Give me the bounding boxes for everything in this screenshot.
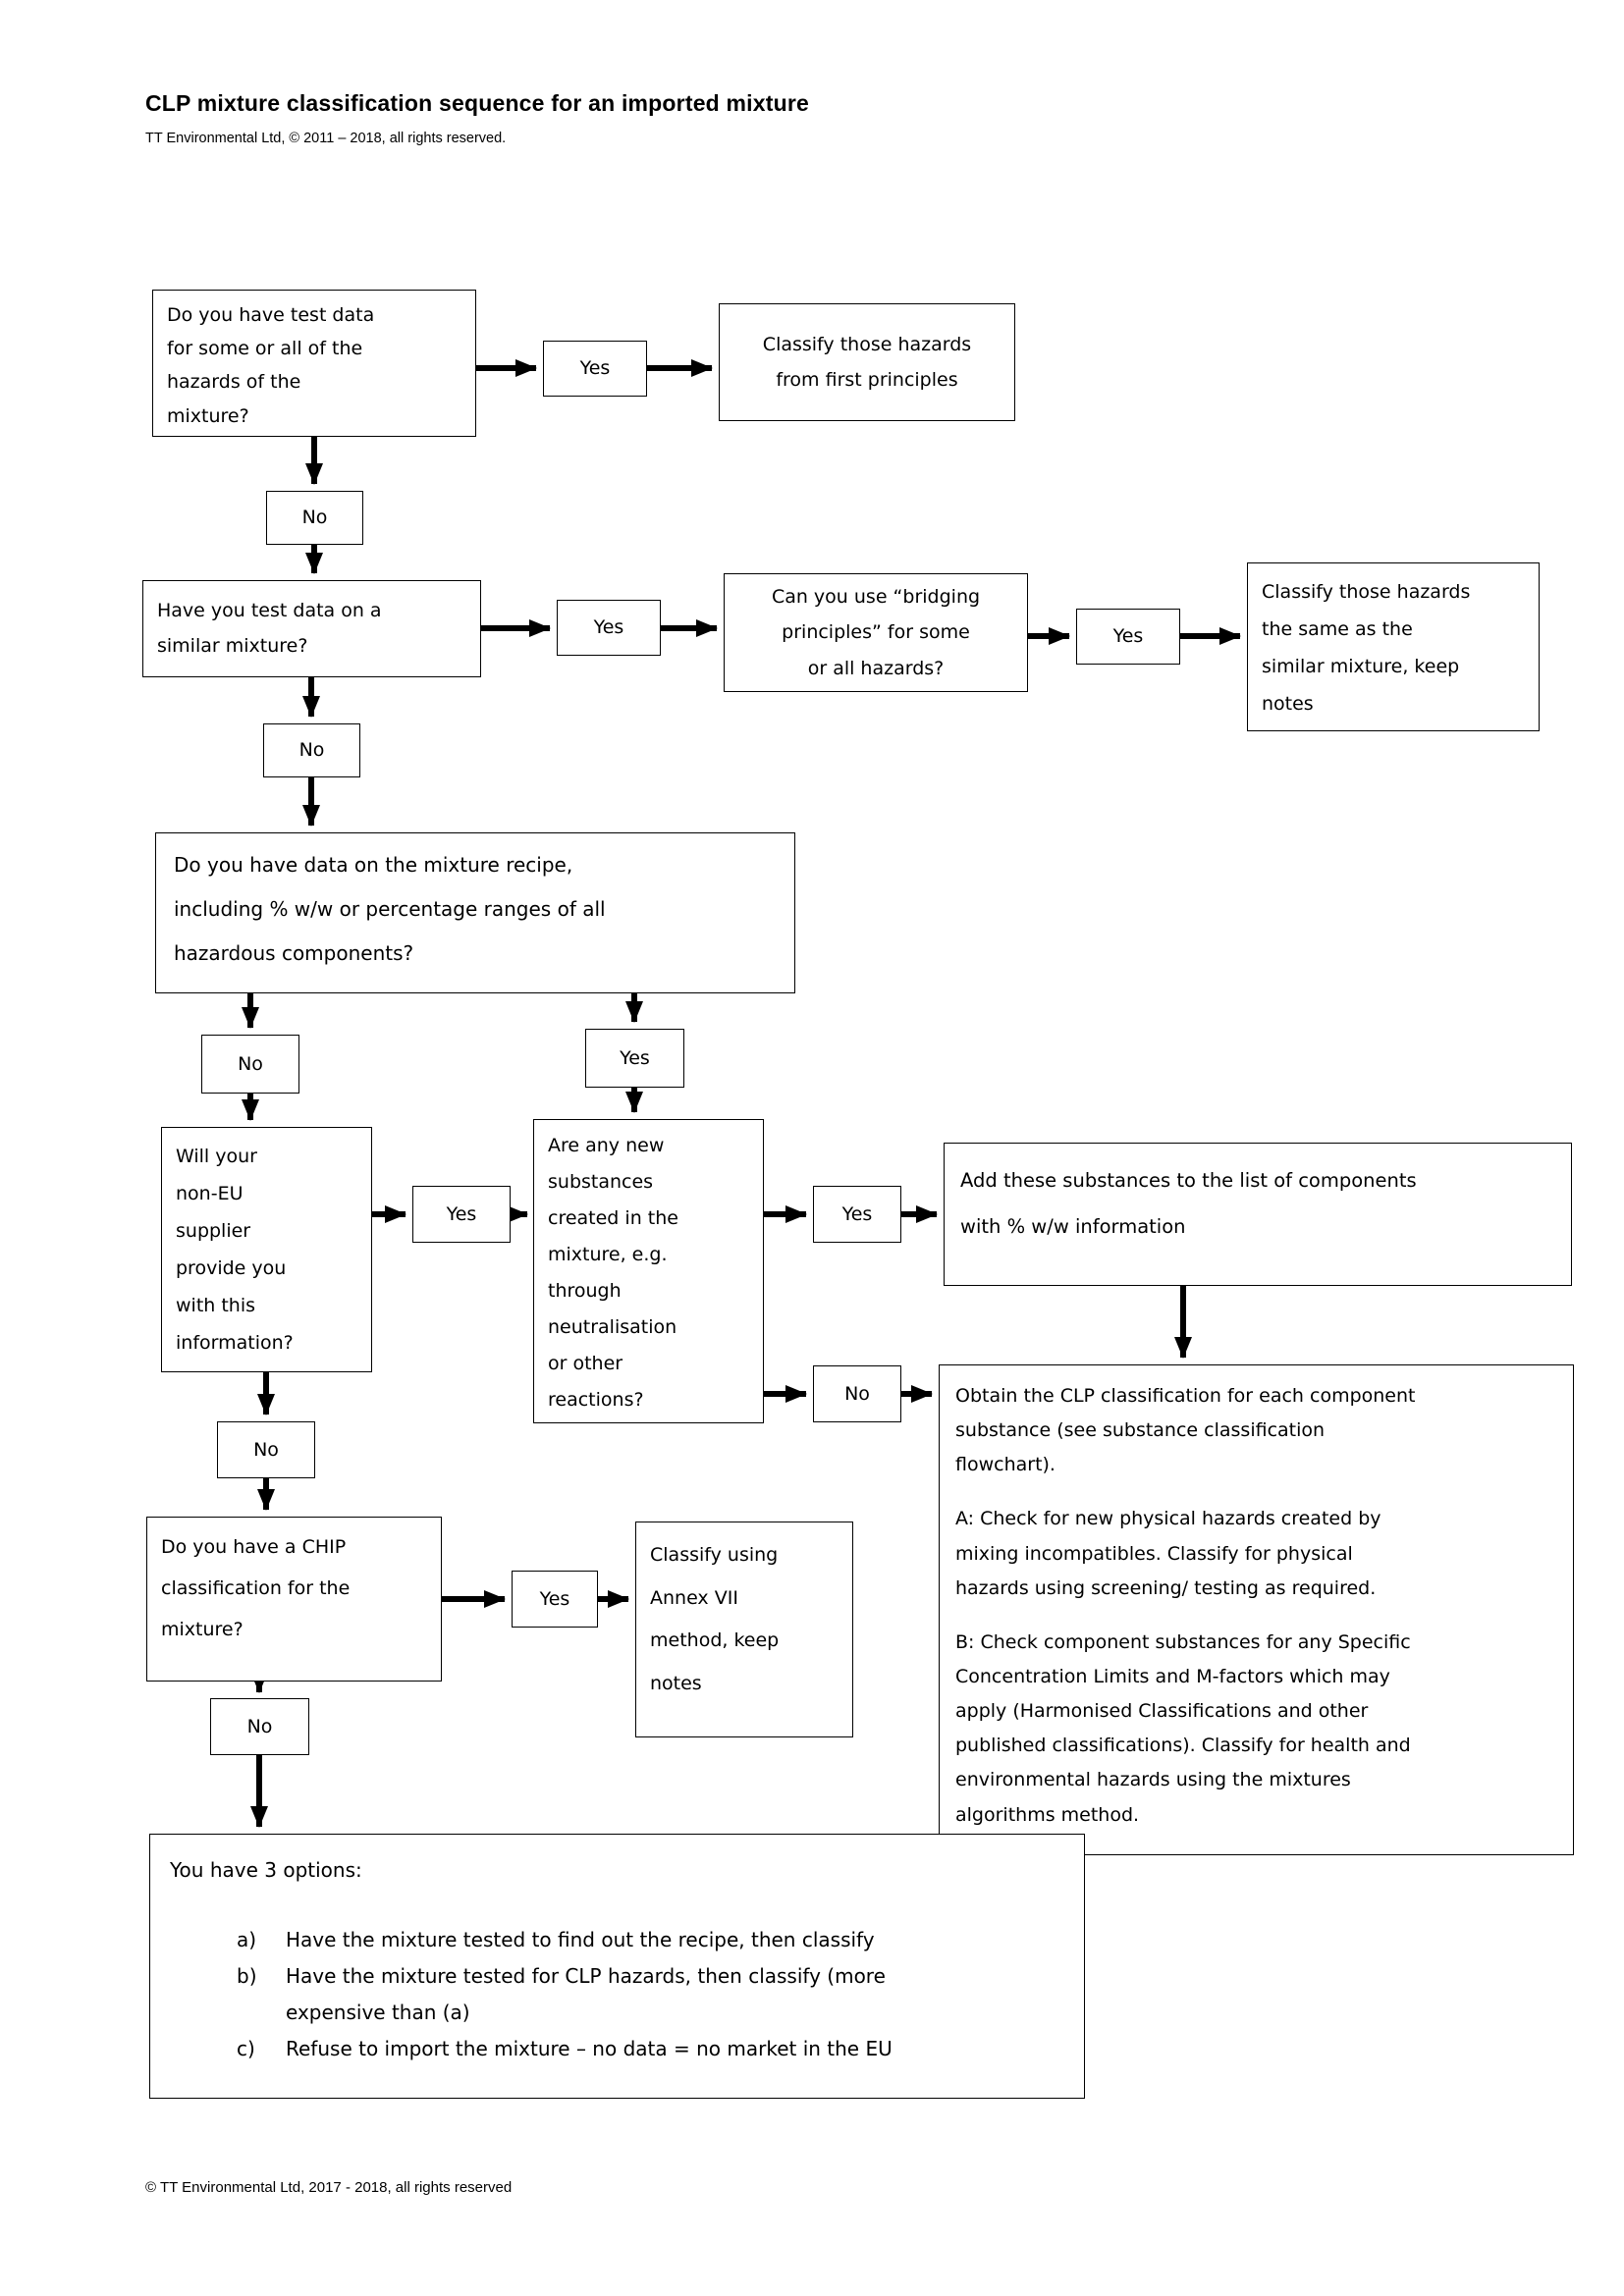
node-three-options: You have 3 options: a) Have the mixture … bbox=[149, 1834, 1085, 2099]
connector-yes-3: Yes bbox=[1076, 609, 1180, 665]
node-q-bridging-principles: Can you use “bridging principles” for so… bbox=[724, 573, 1028, 692]
option-a-text: Have the mixture tested to find out the … bbox=[286, 1928, 875, 1951]
option-b-text: Have the mixture tested for CLP hazards,… bbox=[286, 1964, 886, 2024]
option-c-marker: c) bbox=[237, 2037, 255, 2060]
page-title: CLP mixture classification sequence for … bbox=[145, 90, 810, 116]
node-classify-annex-vii: Classify using Annex VII method, keep no… bbox=[635, 1522, 853, 1737]
connector-no-2: No bbox=[263, 723, 360, 777]
node-classify-first-principles: Classify those hazards from first princi… bbox=[719, 303, 1015, 421]
obtain-clp-paragraph-3: B: Check component substances for any Sp… bbox=[955, 1630, 1411, 1826]
option-a-marker: a) bbox=[237, 1928, 257, 1951]
node-q-mixture-recipe: Do you have data on the mixture recipe, … bbox=[155, 832, 795, 993]
connector-no-6: No bbox=[210, 1698, 309, 1755]
footer-copyright: © TT Environmental Ltd, 2017 - 2018, all… bbox=[145, 2179, 513, 2196]
node-q-new-substances: Are any new substances created in the mi… bbox=[533, 1119, 764, 1423]
node-q-supplier-info: Will your non-EU supplier provide you wi… bbox=[161, 1127, 372, 1372]
option-c: c) Refuse to import the mixture – no dat… bbox=[170, 2031, 1064, 2067]
connector-no-4: No bbox=[813, 1365, 901, 1422]
connector-no-5: No bbox=[217, 1421, 315, 1478]
node-q-test-data: Do you have test data for some or all of… bbox=[152, 290, 476, 437]
option-a: a) Have the mixture tested to find out t… bbox=[170, 1922, 1064, 1958]
connector-yes-7: Yes bbox=[512, 1571, 598, 1628]
node-q-similar-mixture: Have you test data on a similar mixture? bbox=[142, 580, 481, 677]
page-subtitle: TT Environmental Ltd, © 2011 – 2018, all… bbox=[145, 131, 507, 146]
option-b-marker: b) bbox=[237, 1964, 257, 1988]
connector-no-1: No bbox=[266, 491, 363, 545]
connector-yes-1: Yes bbox=[543, 341, 647, 397]
three-options-heading: You have 3 options: bbox=[170, 1858, 362, 1882]
connector-yes-4: Yes bbox=[585, 1029, 684, 1088]
obtain-clp-paragraph-1: Obtain the CLP classification for each c… bbox=[955, 1385, 1416, 1476]
connector-yes-2: Yes bbox=[557, 600, 661, 656]
three-options-list: a) Have the mixture tested to find out t… bbox=[170, 1922, 1064, 2067]
node-classify-same-as-similar: Classify those hazards the same as the s… bbox=[1247, 562, 1540, 731]
node-obtain-clp: Obtain the CLP classification for each c… bbox=[939, 1364, 1574, 1855]
connector-no-3: No bbox=[201, 1035, 299, 1094]
connector-yes-6: Yes bbox=[813, 1186, 901, 1243]
option-c-text: Refuse to import the mixture – no data =… bbox=[286, 2037, 893, 2060]
connector-yes-5: Yes bbox=[412, 1186, 511, 1243]
option-b: b) Have the mixture tested for CLP hazar… bbox=[170, 1958, 1064, 2031]
node-add-substances: Add these substances to the list of comp… bbox=[944, 1143, 1572, 1286]
obtain-clp-paragraph-2: A: Check for new physical hazards create… bbox=[955, 1508, 1381, 1599]
node-q-chip-classification: Do you have a CHIP classification for th… bbox=[146, 1517, 442, 1682]
